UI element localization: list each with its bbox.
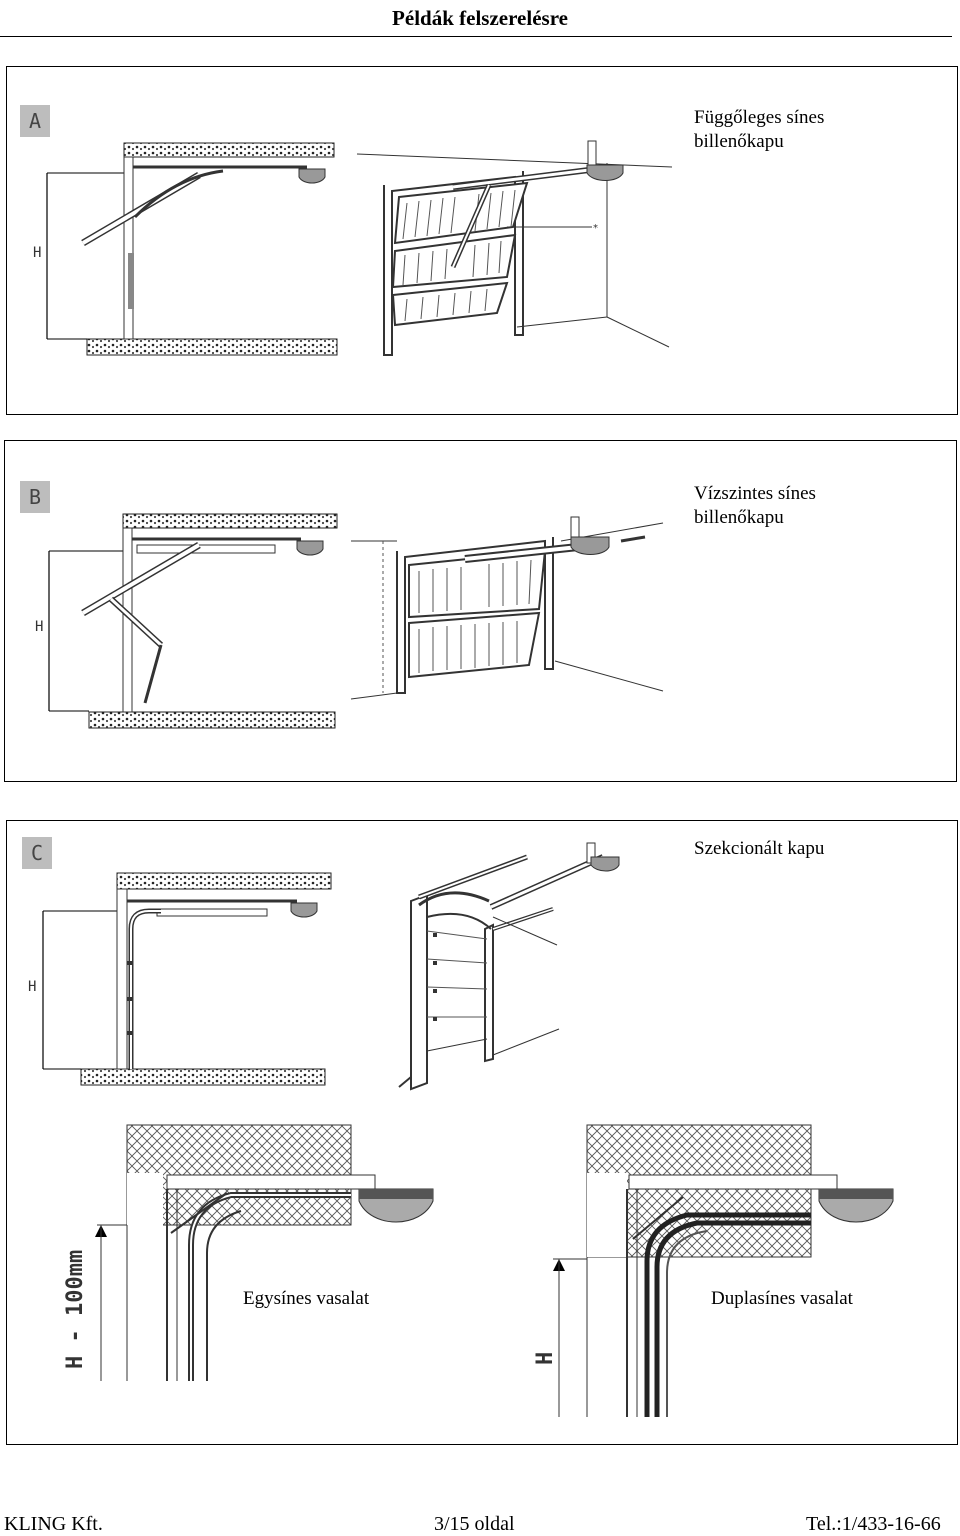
panel-a-letter: A	[20, 105, 50, 137]
title-rule	[0, 36, 952, 37]
panel-a-caption: Függőleges sínes billenőkapu	[694, 106, 825, 154]
vertical-track-tilt-door-drawing: *	[46, 140, 673, 356]
sectional-door-drawing	[42, 842, 894, 1417]
panel-c-letter: C	[22, 837, 52, 869]
double-track-caption: Duplasínes vasalat	[711, 1287, 853, 1311]
footer-company: KLING Kft.	[4, 1513, 103, 1535]
panel-c-height-label: H	[28, 979, 37, 995]
double-track-dimension-label: H	[533, 1351, 558, 1365]
panel-b-letter: B	[20, 481, 50, 513]
panel-c: C H Szekcionált kapu H - 100mm H Egysíne…	[6, 820, 958, 1445]
panel-a-height-label: H	[33, 245, 42, 261]
horizontal-track-tilt-door-drawing	[48, 513, 664, 729]
panel-b-caption: Vízszintes sínes billenőkapu	[694, 482, 816, 530]
single-track-dimension-label: H - 100mm	[63, 1249, 88, 1369]
panel-c-caption: Szekcionált kapu	[694, 837, 825, 861]
footer-page-number: 3/15 oldal	[434, 1513, 515, 1535]
panel-a: * A H Függőleges sínes billenőkapu	[6, 66, 958, 415]
panel-b-height-label: H	[35, 619, 44, 635]
panel-b: B H Vízszintes sínes billenőkapu	[4, 440, 957, 782]
footer-phone: Tel.:1/433-16-66	[806, 1513, 941, 1535]
page-title: Példák felszerelésre	[392, 6, 568, 30]
svg-text:*: *	[593, 223, 598, 234]
single-track-caption: Egysínes vasalat	[243, 1287, 370, 1311]
